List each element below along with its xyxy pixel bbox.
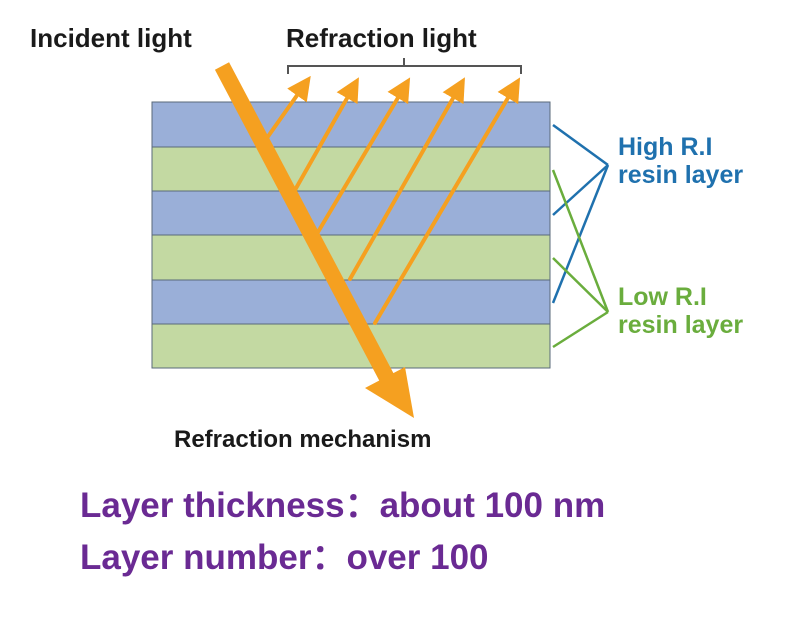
low-ri-connectors [551, 169, 610, 349]
low-ri-label-line2: resin layer [618, 311, 743, 339]
high-ri-connectors [551, 123, 610, 304]
refraction-ray-2 [293, 77, 359, 192]
layer-stack [151, 101, 551, 369]
refraction-ray-5 [373, 77, 521, 325]
low-ri-label-line1: Low R.I [618, 283, 707, 311]
refraction-light-label: Refraction light [286, 23, 477, 53]
refraction-ray-1 [260, 75, 311, 147]
layer-thickness-text: Layer thickness：about 100 nm [80, 486, 605, 525]
high-ri-label-line1: High R.I [618, 133, 712, 161]
incident-light-label: Incident light [30, 23, 192, 53]
incident-arrow-head [365, 367, 414, 418]
low-ri-layer-3 [151, 323, 551, 369]
layer-number-text: Layer number：over 100 [80, 538, 489, 577]
high-ri-label-line2: resin layer [618, 161, 743, 189]
refraction-ray-3 [316, 77, 411, 234]
refraction-ray-4 [348, 77, 465, 281]
low-ri-layer-2 [151, 234, 551, 281]
refraction-mechanism-caption: Refraction mechanism [174, 426, 431, 453]
incident-arrow [214, 62, 414, 418]
low-ri-layer-1 [151, 146, 551, 192]
refraction-bracket [287, 58, 522, 74]
high-ri-layer-2 [151, 190, 551, 236]
refraction-rays [260, 75, 521, 325]
